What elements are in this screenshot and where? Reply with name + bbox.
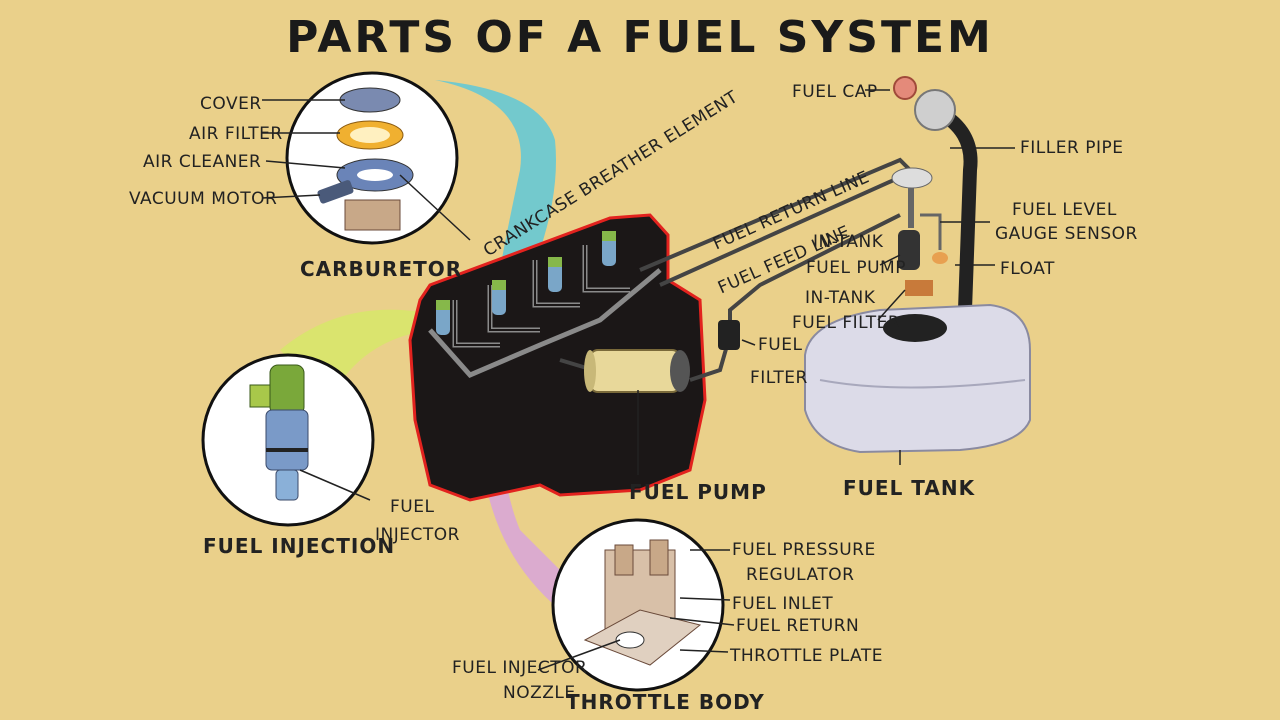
label-fuel-injector-1: FUEL <box>390 497 435 517</box>
throttle-body-circle <box>551 518 725 692</box>
engine-block <box>408 213 707 502</box>
label-throttle-plate: THROTTLE PLATE <box>730 646 883 666</box>
label-air-cleaner: AIR CLEANER <box>143 152 262 172</box>
label-fuel-filter-2: FILTER <box>750 368 808 388</box>
label-fuel-filter-1: FUEL <box>758 335 803 355</box>
rail-injectors <box>436 231 616 335</box>
carburetor-callout-beam <box>435 80 556 270</box>
filler-pipe-part <box>893 76 978 311</box>
label-air-filter: AIR FILTER <box>189 124 283 144</box>
label-throttle-body: THROTTLE BODY <box>566 690 765 714</box>
sender-unit-part <box>891 167 948 296</box>
label-fuel-injection: FUEL INJECTION <box>203 534 396 558</box>
label-in-tank-filter-2: FUEL FILTER <box>792 313 901 333</box>
label-injector-nozzle-2: NOZZLE <box>503 683 576 703</box>
label-pressure-regulator-1: FUEL PRESSURE <box>732 540 876 560</box>
label-injector-nozzle-1: FUEL INJECTOR <box>452 658 588 678</box>
diagram-title: PARTS OF A FUEL SYSTEM <box>286 12 994 63</box>
label-in-tank-filter-1: IN-TANK <box>805 288 876 308</box>
label-filler-pipe: FILLER PIPE <box>1020 138 1124 158</box>
label-fuel-cap: FUEL CAP <box>792 82 878 102</box>
fuel-filter-part <box>718 320 740 350</box>
fuel-tank-part <box>804 303 1031 454</box>
label-fuel-pump: FUEL PUMP <box>629 480 767 504</box>
label-pressure-regulator-2: REGULATOR <box>746 565 855 585</box>
label-float: FLOAT <box>1000 259 1055 279</box>
label-fuel-level-1: FUEL LEVEL <box>1012 200 1117 220</box>
label-fuel-level-2: GAUGE SENSOR <box>995 224 1138 244</box>
label-carburetor: CARBURETOR <box>300 257 463 281</box>
fuel-pump-part <box>584 349 690 393</box>
carburetor-circle <box>285 71 459 245</box>
leader-lines <box>261 89 1015 671</box>
label-cover: COVER <box>200 94 262 114</box>
label-fuel-inlet: FUEL INLET <box>732 594 834 614</box>
label-fuel-return: FUEL RETURN <box>736 616 860 636</box>
fuel-injection-circle <box>201 353 375 527</box>
runner-highlights <box>454 245 630 346</box>
label-vacuum-motor: VACUUM MOTOR <box>129 189 278 209</box>
label-fuel-tank: FUEL TANK <box>843 476 976 500</box>
label-in-tank-pump-1: IN-TANK <box>813 232 884 252</box>
label-fuel-injector-2: INJECTOR <box>375 525 460 545</box>
label-in-tank-pump-2: FUEL PUMP <box>806 258 906 278</box>
